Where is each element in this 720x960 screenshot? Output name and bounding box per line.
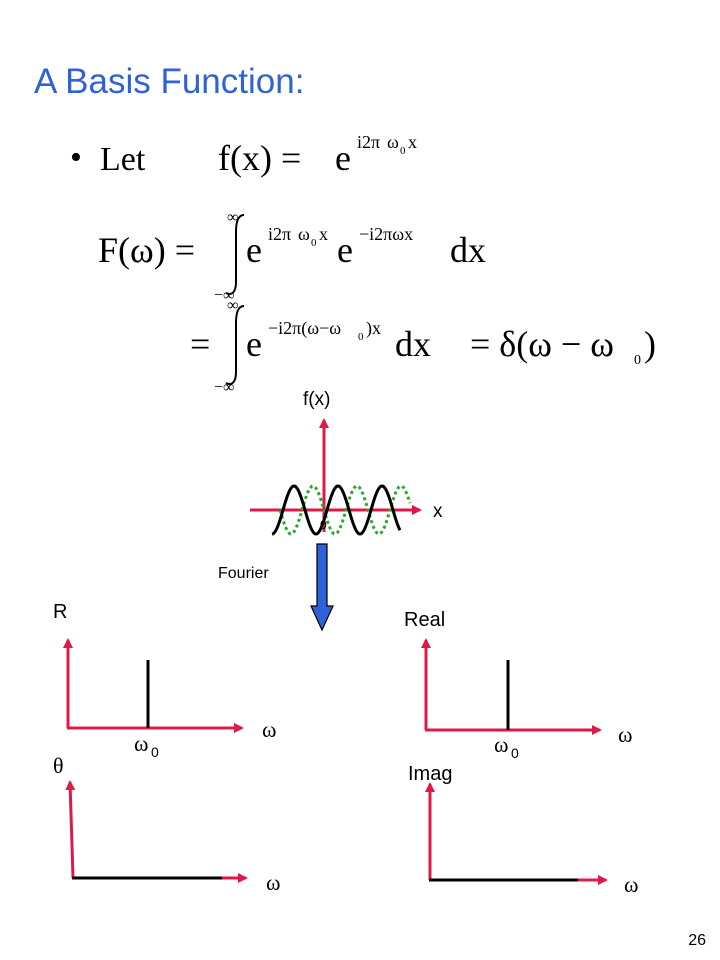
signal-x-label: x [433, 501, 443, 522]
f-exponent-omega: ω [387, 132, 399, 152]
signal-origin-label: 0 [320, 518, 327, 532]
f-lhs: f(x) = [218, 138, 301, 178]
result-delta-head: = δ(ω − ω [470, 324, 614, 364]
phase-spectrum: θ ω [53, 753, 280, 895]
imag-spectrum: Imag ω [408, 763, 638, 897]
down-arrow-icon [310, 543, 334, 632]
result-integral-lower: −∞ [214, 379, 234, 396]
signal-plot: f(x) x 0 [250, 389, 443, 536]
F-exp2-exponent: −i2πωx [359, 224, 413, 244]
imag-part-wave [278, 484, 412, 536]
result-equals: = [190, 324, 210, 364]
phase-y-label: θ [53, 753, 64, 778]
equation-F-definition: F(ω) = ∞ −∞ e i2π ω 0 x e −i2πωx dx [98, 209, 486, 304]
f-exponent-head: i2π [357, 132, 380, 152]
result-integral-sign [225, 305, 245, 385]
page-number: 26 [688, 932, 706, 949]
F-differential: dx [450, 230, 486, 270]
magnitude-impulse-label: ω [134, 731, 148, 756]
result-integral-upper: ∞ [227, 297, 238, 314]
bullet-text: Let [100, 141, 146, 178]
magnitude-x-label: ω [262, 717, 276, 742]
f-exp-base: e [335, 138, 351, 178]
phase-y-axis [65, 780, 76, 879]
F-integral-sign [225, 214, 245, 295]
fourier-label: Fourier [218, 565, 269, 582]
f-exponent-sub: 0 [400, 145, 406, 157]
real-part-wave [271, 484, 402, 536]
F-exp1-omega: ω [298, 224, 310, 244]
result-delta-sub: 0 [634, 353, 641, 368]
real-impulse-sub: 0 [511, 745, 519, 761]
F-lhs: F(ω) = [98, 230, 195, 270]
magnitude-spectrum: R ω ω 0 [53, 601, 276, 760]
real-x-label: ω [618, 722, 632, 747]
equation-F-result: = ∞ −∞ e −i2π(ω−ω 0 )x dx = δ(ω − ω 0 ) [190, 297, 656, 396]
result-differential: dx [395, 324, 431, 364]
magnitude-y-label: R [53, 601, 67, 623]
result-exp-head: −i2π(ω−ω [268, 318, 341, 339]
F-exp1-sub: 0 [311, 237, 317, 249]
result-exp-tail: )x [366, 318, 381, 339]
bullet-marker: • [70, 139, 82, 176]
result-exp-base: e [246, 324, 262, 364]
real-spectrum: Real ω ω 0 [404, 609, 632, 761]
F-exp1-head: i2π [268, 224, 291, 244]
slide-title: A Basis Function: [34, 62, 305, 101]
signal-y-label: f(x) [303, 389, 330, 410]
result-delta-tail: ) [644, 324, 656, 364]
F-integral-lower: −∞ [214, 287, 234, 304]
F-exp1-base: e [246, 230, 262, 270]
imag-y-label: Imag [408, 763, 452, 785]
equation-f-definition: f(x) = e i2π ω 0 x [218, 132, 417, 178]
F-exp1-x: x [319, 224, 328, 244]
F-exp2-base: e [337, 230, 353, 270]
imag-x-label: ω [624, 872, 638, 897]
F-integral-upper: ∞ [227, 209, 238, 226]
result-exp-sub: 0 [358, 331, 364, 343]
fourier-transform-arrow: Fourier [218, 543, 334, 632]
f-exponent-x: x [408, 132, 417, 152]
real-y-label: Real [404, 609, 445, 631]
real-impulse-label: ω [494, 732, 508, 757]
phase-x-label: ω [266, 870, 280, 895]
magnitude-impulse-sub: 0 [151, 744, 159, 760]
